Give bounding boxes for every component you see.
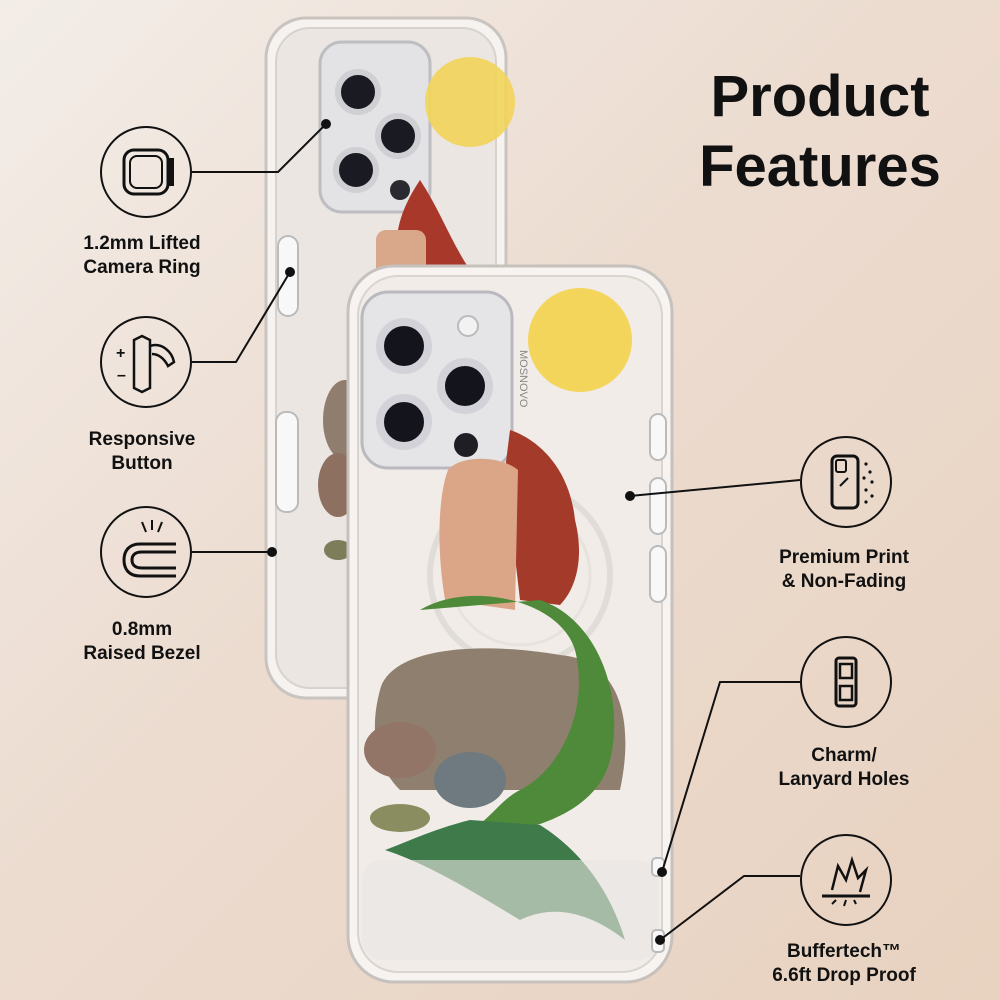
callout-line-lanyard: [661, 681, 800, 873]
front-phone-case: MOSNOVO: [346, 264, 674, 984]
button-icon: + –: [116, 334, 176, 394]
lanyard-badge: [800, 636, 892, 728]
camera-ring-badge: [100, 126, 192, 218]
callout-line-button: [192, 271, 291, 363]
drop-label: Buffertech™ 6.6ft Drop Proof: [772, 941, 916, 986]
button-label: Responsive Button: [88, 429, 196, 474]
brand-text: MOSNOVO: [517, 350, 529, 408]
callout-line-drop: [659, 875, 800, 941]
drop-icon: [822, 855, 870, 907]
camera-ring-icon: [122, 148, 174, 196]
drop-badge: [800, 834, 892, 926]
lanyard-icon: [834, 656, 858, 708]
print-badge: [800, 436, 892, 528]
button-badge: + –: [100, 316, 192, 408]
callout-line-camera: [192, 123, 327, 173]
bezel-label: 0.8mm Raised Bezel: [83, 619, 201, 664]
bezel-badge: [100, 506, 192, 598]
title-line-2: Features: [699, 134, 941, 199]
bezel-icon: [122, 520, 176, 578]
print-label: Premium Print & Non-Fading: [779, 547, 909, 592]
print-icon: [830, 454, 874, 510]
svg-text:–: –: [117, 367, 126, 384]
camera-ring-label: 1.2mm Lifted Camera Ring: [83, 233, 201, 278]
lanyard-label: Charm/ Lanyard Holes: [778, 745, 910, 790]
callout-line-print: [629, 479, 801, 497]
title-line-1: Product: [710, 64, 930, 129]
svg-text:+: +: [116, 345, 125, 362]
page-title: Product Features: [660, 62, 980, 202]
